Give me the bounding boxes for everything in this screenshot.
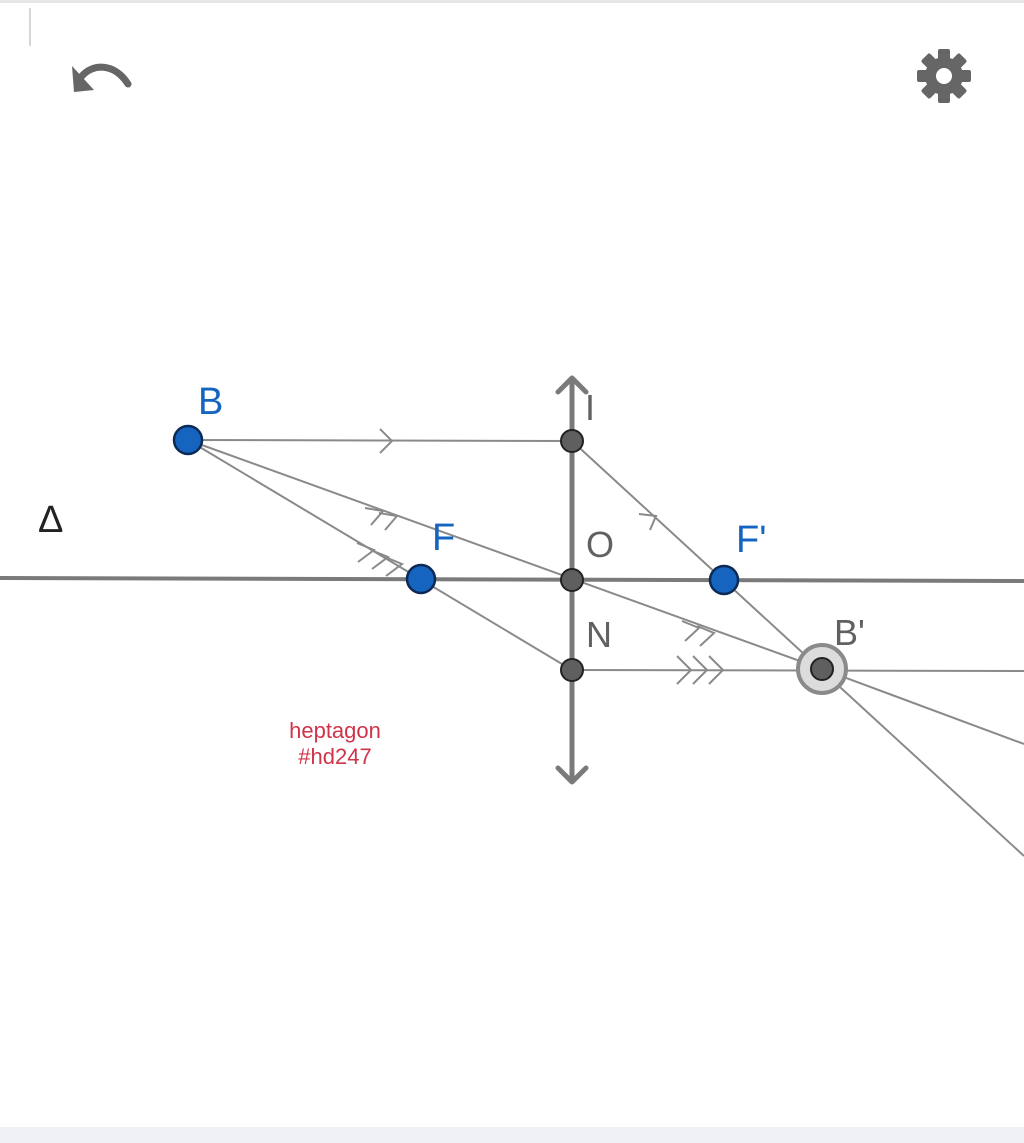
point-B-prime[interactable]: [796, 643, 848, 695]
point-N[interactable]: [560, 658, 584, 682]
label-I: I: [585, 387, 595, 428]
label-N: N: [586, 614, 612, 655]
ray-parallel-incident: [187, 439, 573, 442]
point-O[interactable]: [560, 568, 584, 592]
undo-button[interactable]: [66, 40, 138, 112]
point-I[interactable]: [560, 429, 584, 453]
ray-through-focus-incident: [187, 439, 573, 671]
label-O: O: [586, 524, 614, 565]
gear-icon: [917, 49, 971, 103]
text-cursor: [29, 8, 31, 46]
ray-center-extended: [821, 668, 1024, 745]
watermark-line-2: #hd247: [298, 744, 371, 769]
light-rays: [187, 439, 1024, 857]
undo-arrow-icon: [72, 63, 132, 92]
principal-axis: [0, 576, 1024, 583]
axis-label: Δ: [38, 499, 63, 541]
label-B-prime: B': [834, 612, 865, 653]
label-F-prime: F': [736, 519, 766, 561]
bottom-bar: [0, 1127, 1024, 1143]
watermark-line-1: heptagon: [289, 718, 381, 743]
point-F-prime[interactable]: [708, 564, 740, 596]
ray-parallel-refracted: [571, 440, 1024, 857]
settings-button[interactable]: [908, 40, 980, 112]
ray-direction-markers: [356, 428, 725, 685]
label-B: B: [198, 381, 223, 423]
point-F[interactable]: [405, 563, 437, 595]
ray-through-center: [187, 439, 823, 670]
point-B[interactable]: [172, 424, 204, 456]
label-F: F: [432, 517, 455, 559]
top-bar: [0, 0, 1024, 3]
